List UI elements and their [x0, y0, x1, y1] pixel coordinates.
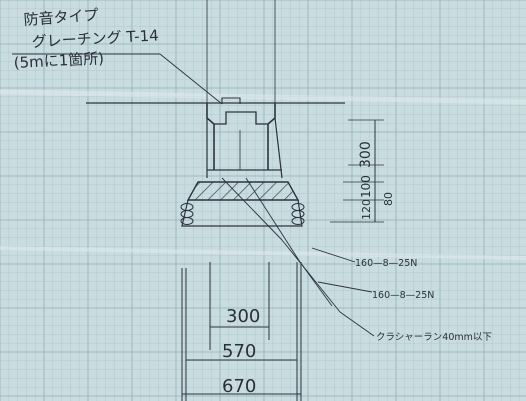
annotation-spacing: (5mに1箇所)	[13, 49, 104, 72]
vertical-dim-80: 80	[382, 192, 395, 206]
annotation-leader	[12, 53, 223, 105]
crusher-run-label: クラシャーラン40mm以下	[376, 332, 492, 343]
paper-fold-lines	[0, 89, 526, 260]
vertical-dim-300: 300	[358, 141, 374, 168]
vertical-dim-120: 120	[360, 199, 373, 220]
annotation-soundproof-type: 防音タイプ	[23, 6, 99, 29]
vertical-dim-100: 100	[359, 175, 373, 198]
width-dim-300: 300	[226, 306, 260, 327]
rebar-label-upper: 160—8—25N	[355, 258, 417, 269]
crushed-stone-right	[291, 203, 305, 225]
width-dimensions	[182, 326, 301, 395]
rebar-label-lower: 160—8—25N	[372, 290, 434, 301]
crushed-stone-left	[180, 203, 194, 225]
rebar-leaders	[221, 177, 375, 337]
width-dim-670: 670	[222, 376, 256, 397]
vertical-dimension-chain	[330, 119, 384, 223]
concrete-base	[181, 181, 303, 227]
width-dim-570: 570	[222, 341, 256, 362]
gutter-channel	[206, 97, 283, 179]
